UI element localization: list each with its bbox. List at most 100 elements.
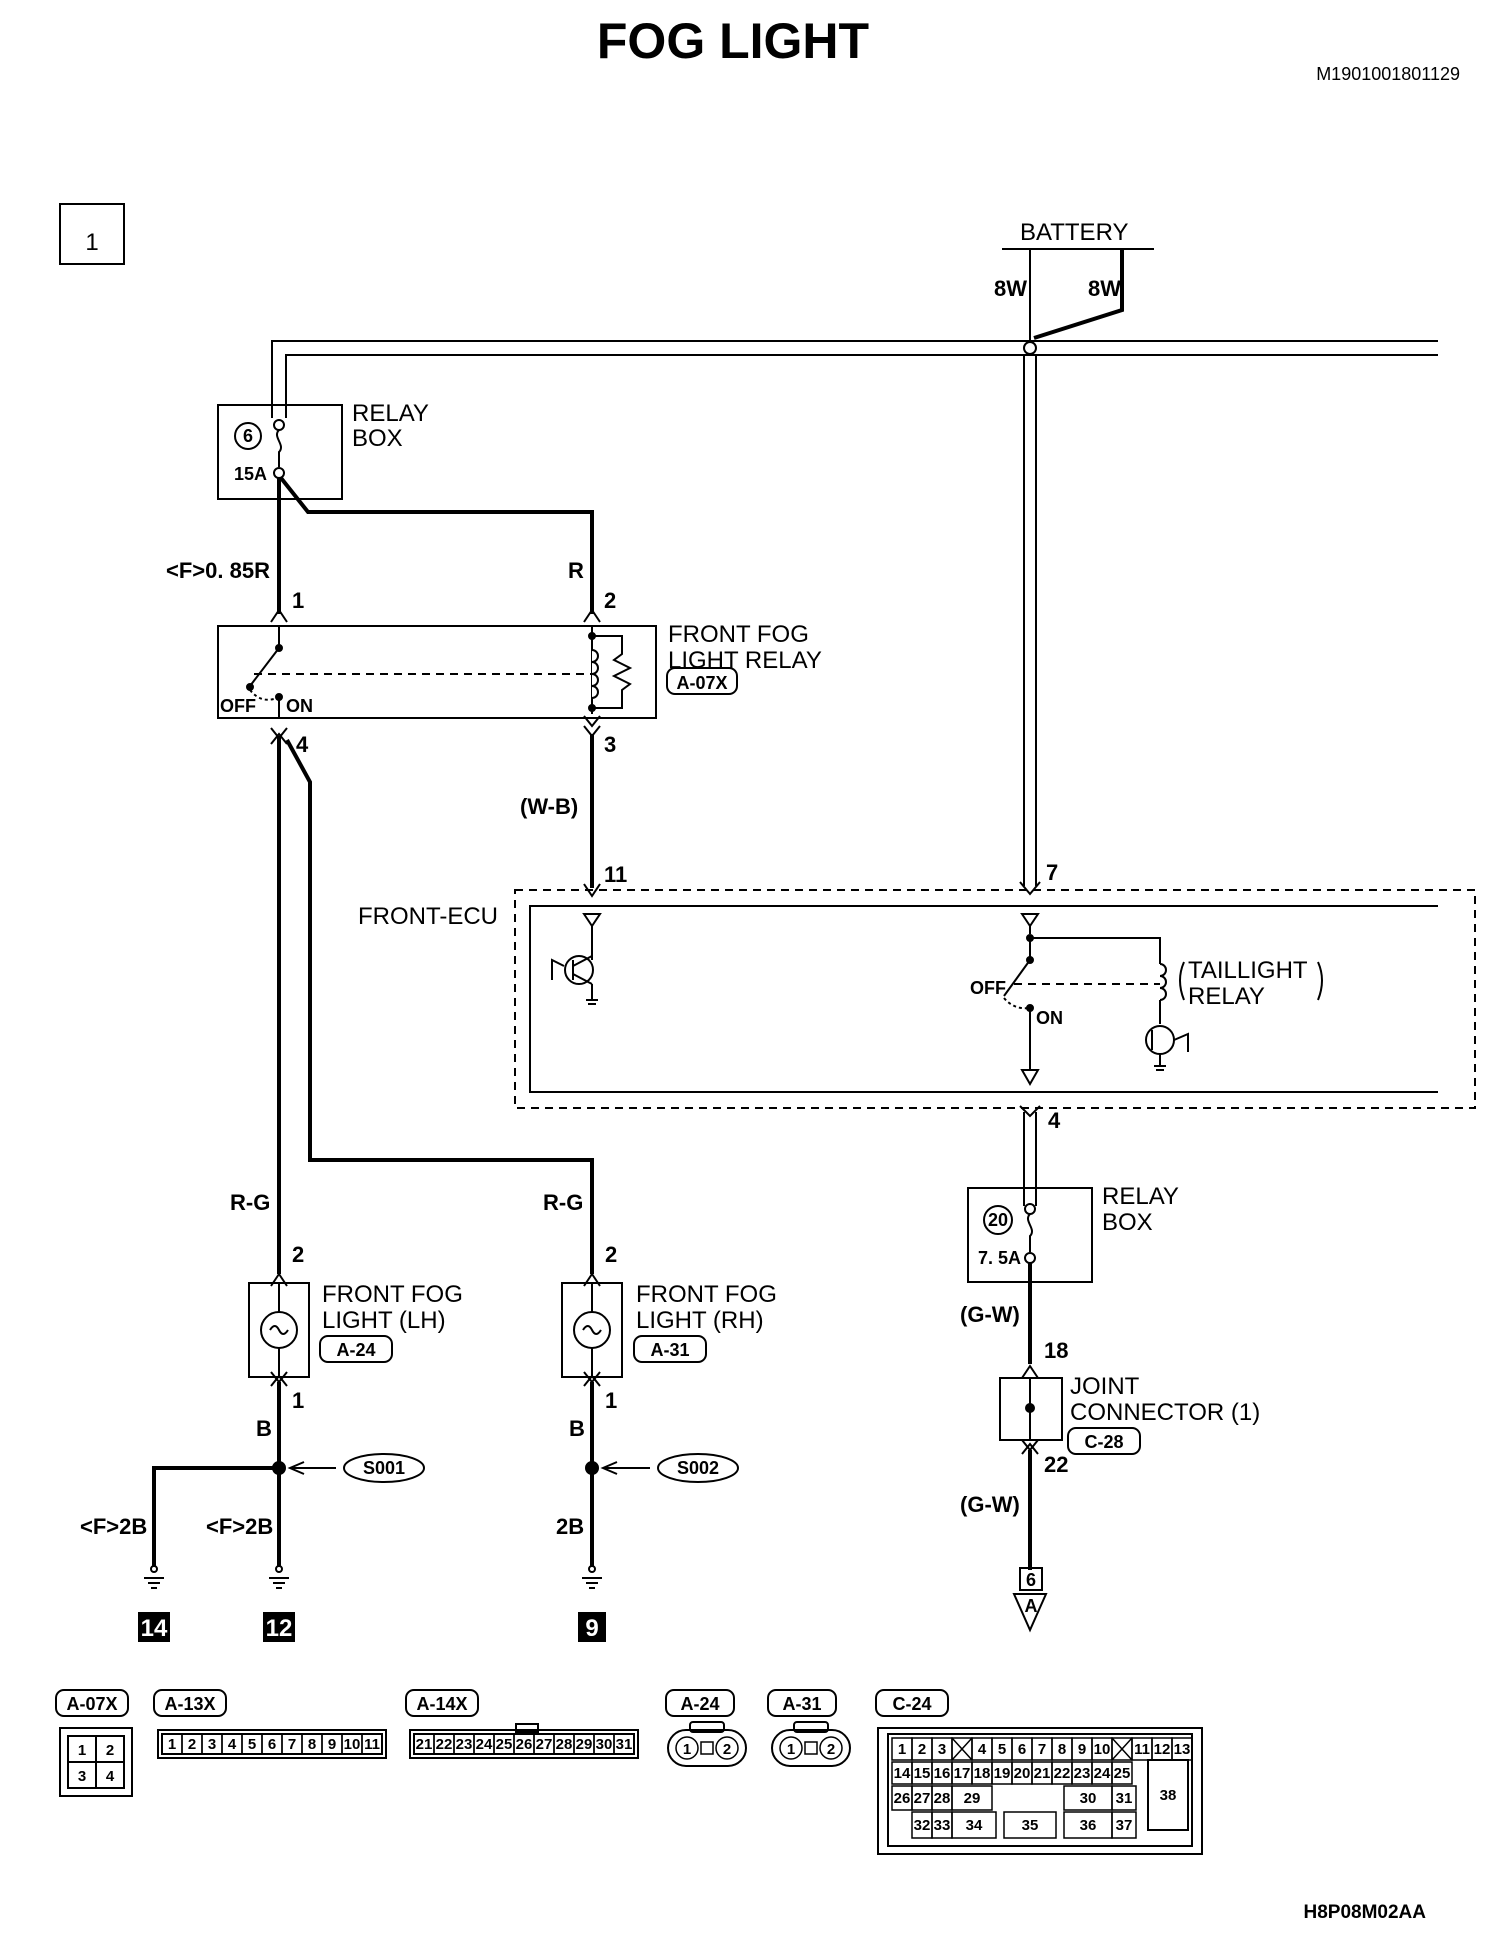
fog-relay-on: ON (286, 696, 313, 716)
connector-view-a07x (59, 1727, 133, 1797)
splice-s001-dot (272, 1461, 286, 1475)
joint-label-1: JOINT (1070, 1373, 1140, 1400)
fog-rh-connector: A-31 (650, 1340, 689, 1360)
a13x-pin: 1 (168, 1736, 176, 1753)
a07x-pin: 2 (106, 1742, 114, 1759)
wire-label-rg-right: R-G (543, 1190, 583, 1215)
document-id: M1901001801129 (1316, 64, 1460, 84)
c24-pin: 22 (1054, 1765, 1071, 1782)
c24-pin: 7 (1038, 1741, 1046, 1758)
c24-pin-cell (1003, 1811, 1057, 1839)
fuse-6-rating: 15A (234, 464, 267, 484)
a31-pin-circle (779, 1736, 803, 1760)
view-label-frame-c24 (875, 1689, 949, 1717)
battery-junction (1023, 341, 1037, 355)
splice-s002-label: S002 (677, 1458, 719, 1478)
c24-pin: 6 (1018, 1741, 1026, 1758)
battery-wire-left: 8W (994, 276, 1027, 301)
a13x-pin: 4 (228, 1736, 237, 1753)
a13x-pin: 11 (364, 1736, 380, 1753)
fog-rh-pin-2: 2 (605, 1242, 617, 1267)
wire-label-f2b-a: <F>2B (80, 1514, 147, 1539)
connector-view-a24 (667, 1729, 747, 1767)
c24-pin: 27 (914, 1790, 931, 1807)
fog-relay-pin-4: 4 (296, 732, 309, 757)
offpage-connector-arrow (1012, 1593, 1048, 1633)
a14x-pin: 22 (436, 1736, 453, 1753)
c24-pin: 16 (934, 1765, 951, 1782)
a14x-pin: 25 (496, 1736, 513, 1753)
a13x-pin: 8 (308, 1736, 316, 1753)
ground-symbol-9 (582, 1565, 602, 1589)
splice-s002-tag (657, 1453, 739, 1483)
joint-connector-id: C-28 (1084, 1432, 1123, 1452)
c24-pin: 18 (974, 1765, 991, 1782)
fuse-20-rating: 7. 5A (978, 1248, 1021, 1268)
front-ecu-boundary (514, 889, 1476, 1109)
ecu-pin-4: 4 (1048, 1108, 1061, 1133)
fog-relay-label-1: FRONT FOG (668, 621, 809, 648)
c24-pin: 5 (998, 1741, 1006, 1758)
taillight-relay-label-1: TAILLIGHT (1188, 957, 1308, 984)
c24-pin: 25 (1114, 1765, 1131, 1782)
fog-rh-label-1: FRONT FOG (636, 1281, 777, 1308)
ecu-pin-7: 7 (1046, 860, 1058, 885)
c24-pin-cell (1111, 1785, 1137, 1811)
c24-pin: 32 (914, 1817, 931, 1834)
view-label-frame-a14x (405, 1689, 479, 1717)
view-label-c24: C-24 (892, 1694, 931, 1714)
page-number: 1 (85, 229, 98, 256)
c24-pin-cell (1171, 1737, 1193, 1761)
a31-pin: 1 (787, 1741, 795, 1758)
c24-pin: 33 (934, 1817, 951, 1834)
front-ecu-box (529, 905, 1438, 1093)
a13x-pin: 6 (268, 1736, 276, 1753)
fog-lh-connector: A-24 (336, 1340, 375, 1360)
fog-relay-pin-1: 1 (292, 588, 304, 613)
a31-key (804, 1741, 818, 1755)
c24-pin: 21 (1034, 1765, 1051, 1782)
a13x-pin: 9 (328, 1736, 336, 1753)
fog-relay-connector: A-07X (676, 673, 727, 693)
a13x-pin: 7 (288, 1736, 296, 1753)
c24-pin: 17 (954, 1765, 971, 1782)
wire-label-wb: (W-B) (520, 794, 578, 819)
a14x-pin-cell (613, 1733, 635, 1755)
c24-pin: 19 (994, 1765, 1011, 1782)
c24-pin: 26 (894, 1790, 911, 1807)
view-label-a07x: A-07X (66, 1694, 117, 1714)
offpage-letter: A (1025, 1596, 1038, 1616)
ground-number-12: 12 (266, 1615, 293, 1642)
taillight-relay-label-2: RELAY (1188, 983, 1265, 1010)
c24-pin-cell (1111, 1811, 1137, 1839)
a24-pin: 2 (723, 1741, 731, 1758)
c24-pin: 9 (1078, 1741, 1086, 1758)
fog-relay-label-2: LIGHT RELAY (668, 647, 822, 674)
c24-pin: 13 (1174, 1741, 1191, 1758)
a14x-pin: 29 (576, 1736, 593, 1753)
ground-symbol-12 (269, 1565, 289, 1589)
joint-pin-18: 18 (1044, 1338, 1068, 1363)
a14x-pin: 27 (536, 1736, 553, 1753)
ground-number-14: 14 (141, 1615, 168, 1642)
joint-label-2: CONNECTOR (1) (1070, 1399, 1260, 1426)
connector-view-a13x (157, 1729, 387, 1759)
battery-bus-outer (271, 340, 1438, 418)
front-fog-light-relay (217, 625, 657, 719)
fog-relay-off: OFF (220, 696, 256, 716)
c24-pin: 10 (1094, 1741, 1111, 1758)
view-label-a24: A-24 (680, 1694, 719, 1714)
splice-s001-tag (343, 1453, 425, 1483)
a14x-pin: 21 (416, 1736, 433, 1753)
ecu-label: FRONT-ECU (358, 903, 498, 930)
connector-view-a31 (771, 1729, 851, 1767)
view-label-a13x: A-13X (164, 1694, 215, 1714)
battery-label: BATTERY (1020, 219, 1128, 246)
a24-pin-circle (715, 1736, 739, 1760)
wire-label-rg-left: R-G (230, 1190, 270, 1215)
wire-label-r: R (568, 558, 584, 583)
a14x-pin: 31 (616, 1736, 633, 1753)
fog-lh-label-2: LIGHT (LH) (322, 1307, 446, 1334)
view-label-a31: A-31 (782, 1694, 821, 1714)
view-label-frame-a13x (153, 1689, 227, 1717)
